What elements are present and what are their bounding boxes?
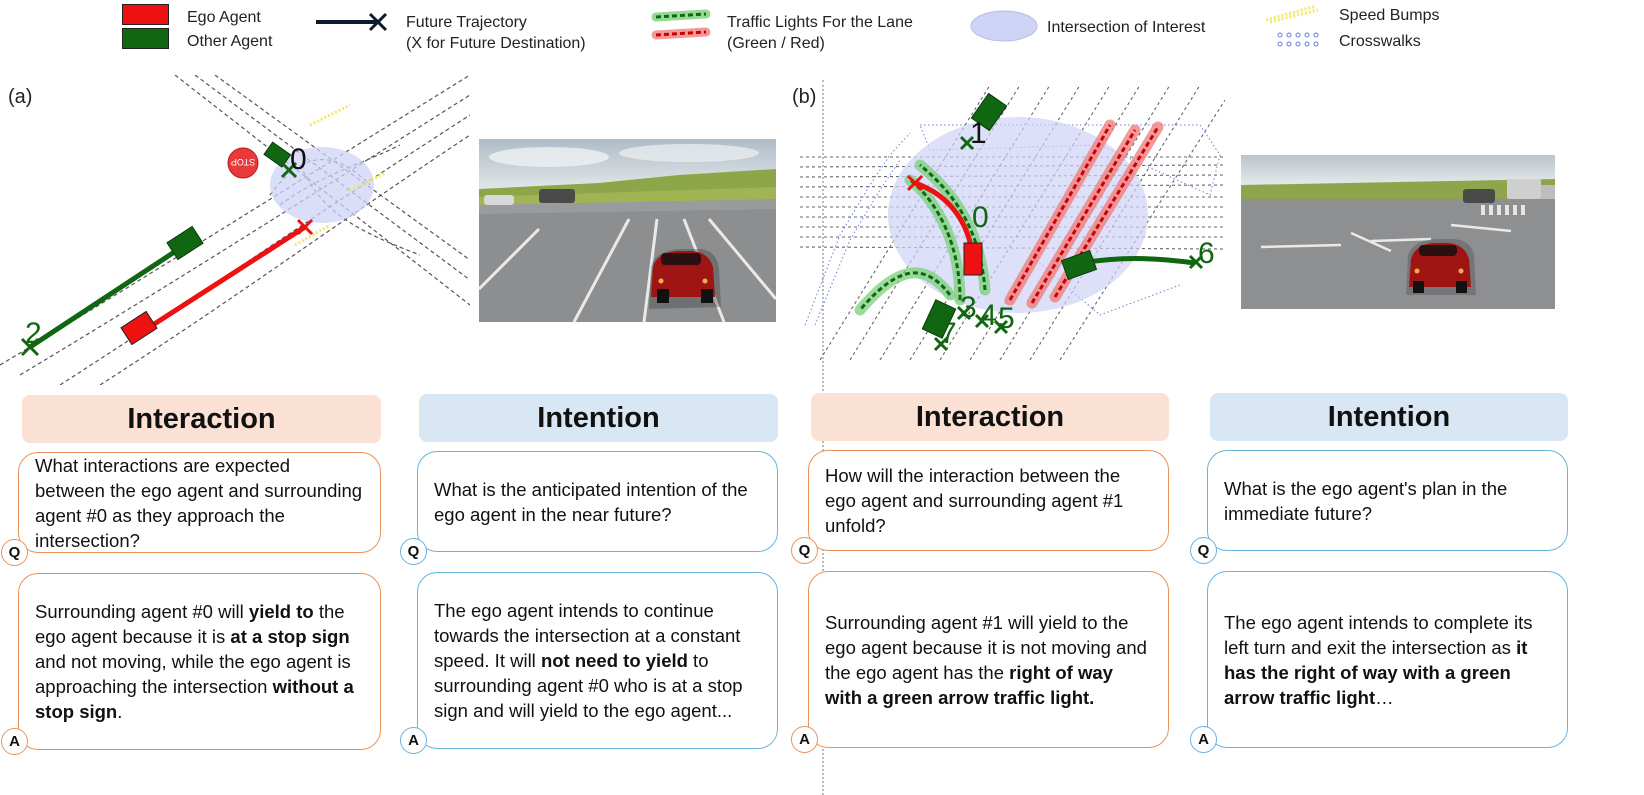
legend-traffic-lights: Traffic Lights For the Lane bbox=[727, 14, 913, 31]
answer-tag: A bbox=[1190, 726, 1217, 753]
panel-a-interaction-header: Interaction bbox=[22, 395, 381, 443]
agent-0-label: 0 bbox=[972, 201, 989, 234]
traffic-light-swatch-icon bbox=[651, 9, 711, 40]
answer-tag: A bbox=[400, 727, 427, 754]
panel-a-interaction-answer: Surrounding agent #0 will yield to the e… bbox=[18, 573, 381, 750]
panel-b-interaction-question: How will the interaction between the ego… bbox=[808, 450, 1169, 551]
stop-sign-icon: STOP bbox=[227, 147, 259, 179]
panel-b-interaction-header: Interaction bbox=[811, 393, 1169, 441]
legend-future-trajectory: Future Trajectory bbox=[406, 14, 527, 31]
speed-bump-swatch-icon bbox=[1265, 4, 1319, 24]
answer-tag: A bbox=[1, 728, 28, 755]
agent-3-label: 3 bbox=[960, 291, 977, 324]
agent-1-label: 1 bbox=[970, 117, 987, 150]
agent-4-label: 4 bbox=[980, 299, 997, 332]
trajectory-swatch-icon bbox=[316, 12, 388, 32]
agent-0-label: 0 bbox=[290, 143, 307, 176]
legend: Ego Agent Other Agent Future Trajectory … bbox=[0, 0, 1644, 62]
panel-b-intention-header: Intention bbox=[1210, 393, 1568, 441]
other-agent-swatch bbox=[122, 28, 169, 49]
panel-a-intention-answer: The ego agent intends to continue toward… bbox=[417, 572, 778, 749]
agent-5-label: 5 bbox=[998, 302, 1015, 335]
legend-other-agent: Other Agent bbox=[187, 33, 273, 50]
question-tag: Q bbox=[791, 537, 818, 564]
agent-2-label: 2 bbox=[25, 317, 42, 350]
panel-a-bev-map: STOP 2 0 bbox=[0, 75, 470, 385]
question-tag: Q bbox=[1190, 537, 1217, 564]
legend-crosswalks: Crosswalks bbox=[1339, 33, 1421, 50]
panel-a-interaction-question: What interactions are expected between t… bbox=[18, 452, 381, 553]
question-tag: Q bbox=[400, 538, 427, 565]
legend-traffic-colors: (Green / Red) bbox=[727, 35, 825, 52]
legend-ego-agent: Ego Agent bbox=[187, 9, 261, 26]
legend-speed-bumps: Speed Bumps bbox=[1339, 7, 1440, 24]
crosswalk-swatch-icon bbox=[1277, 32, 1319, 47]
panel-b-intention-question: What is the ego agent's plan in the imme… bbox=[1207, 450, 1568, 551]
legend-intersection: Intersection of Interest bbox=[1047, 19, 1206, 36]
panel-a-intention-question: What is the anticipated intention of the… bbox=[417, 451, 778, 552]
panel-b-bev-map: 0 1 6 3 4 5 7 bbox=[800, 85, 1225, 360]
answer-tag: A bbox=[791, 726, 818, 753]
intersection-swatch-icon bbox=[970, 10, 1038, 42]
legend-future-destination: (X for Future Destination) bbox=[406, 35, 586, 52]
agent-7-label: 7 bbox=[940, 317, 957, 350]
panel-b-interaction-answer: Surrounding agent #1 will yield to the e… bbox=[808, 571, 1169, 748]
panel-b-label: (b) bbox=[792, 86, 817, 108]
ego-agent-swatch bbox=[122, 4, 169, 25]
panel-a-camera-view bbox=[479, 139, 776, 322]
panel-a-intention-header: Intention bbox=[419, 394, 778, 442]
panel-b-camera-view bbox=[1241, 155, 1555, 309]
svg-text:STOP: STOP bbox=[231, 157, 255, 167]
panel-a-label: (a) bbox=[8, 86, 33, 108]
panel-b-intention-answer: The ego agent intends to complete its le… bbox=[1207, 571, 1568, 748]
agent-6-label: 6 bbox=[1198, 237, 1215, 270]
question-tag: Q bbox=[1, 539, 28, 566]
